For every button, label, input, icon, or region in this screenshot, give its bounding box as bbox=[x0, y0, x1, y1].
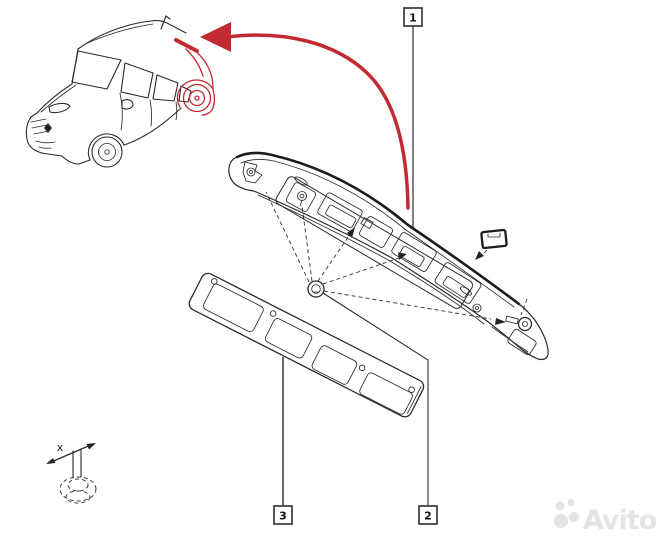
callout-2-box bbox=[418, 505, 438, 525]
watermark-text: Avito bbox=[583, 505, 657, 536]
avito-logo-icon bbox=[554, 499, 579, 528]
guide-arrow-icon bbox=[495, 318, 506, 325]
avito-watermark: Avito bbox=[554, 499, 658, 536]
gasket-panel-part bbox=[188, 272, 425, 418]
tailgate-trim-part bbox=[228, 151, 549, 361]
assembly-guides bbox=[265, 191, 528, 325]
push-nut-icon bbox=[307, 280, 325, 298]
end-clip-icon bbox=[242, 161, 263, 184]
callout-3-label: 3 bbox=[279, 510, 287, 523]
callout-1-label: 1 bbox=[409, 12, 417, 25]
callout-3-box bbox=[273, 505, 293, 525]
screw-fastener-icon bbox=[297, 191, 307, 207]
callout-1-box bbox=[403, 7, 423, 27]
part-top-edge bbox=[235, 151, 521, 306]
retaining-clip-icon bbox=[475, 228, 508, 260]
red-pointer-arrow-icon bbox=[200, 22, 410, 210]
dimension-x-label: x bbox=[57, 441, 64, 454]
renault-diamond-icon bbox=[44, 123, 52, 133]
callout-2: 2 bbox=[322, 292, 438, 525]
callout-2-label: 2 bbox=[424, 510, 432, 523]
rear-hatch-highlight bbox=[174, 38, 216, 116]
bolt-fastener-icon bbox=[505, 315, 537, 356]
vehicle-hatchback-icon bbox=[25, 15, 192, 168]
callout-1: 1 bbox=[403, 7, 423, 228]
stud-dimension-icon: x bbox=[46, 441, 97, 504]
leader-line-2 bbox=[322, 292, 429, 506]
callout-3: 3 bbox=[273, 357, 293, 525]
